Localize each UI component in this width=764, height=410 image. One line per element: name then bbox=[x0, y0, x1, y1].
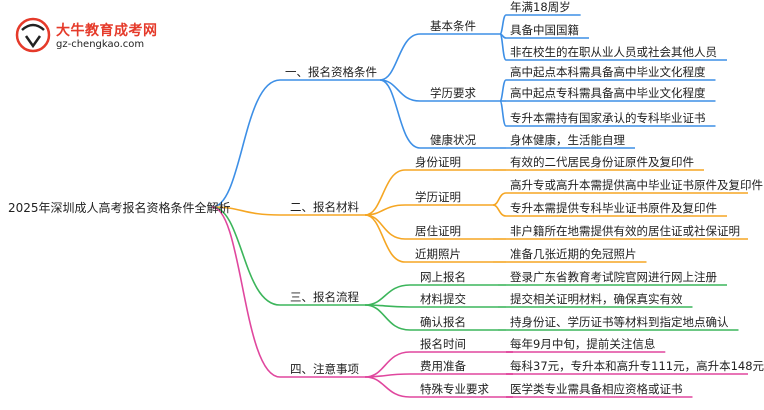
leaf-label: 具备中国国籍 bbox=[510, 23, 579, 37]
leaf-label: 年满18周岁 bbox=[510, 0, 571, 14]
leaf-connector bbox=[492, 204, 507, 217]
group-connector bbox=[379, 79, 421, 149]
group-label: 特殊专业要求 bbox=[420, 382, 489, 396]
group-label: 近期照片 bbox=[415, 247, 461, 261]
group-connector bbox=[364, 169, 406, 216]
leaf-label: 非户籍所在地需提供有效的居住证或社保证明 bbox=[510, 224, 740, 238]
leaf-label: 提交相关证明材料，确保真实有效 bbox=[510, 292, 683, 306]
branch-connector bbox=[211, 206, 281, 378]
leaf-connector bbox=[499, 100, 507, 127]
group-label: 网上报名 bbox=[420, 270, 466, 284]
branch-label: 四、注意事项 bbox=[290, 362, 359, 376]
leaf-label: 专升本需提供专科毕业证书原件及复印件 bbox=[510, 201, 717, 215]
branch-connector bbox=[211, 206, 281, 216]
leaf-label: 高中起点本科需具备高中毕业文化程度 bbox=[510, 65, 706, 79]
leaf-label: 高中起点专科需具备高中毕业文化程度 bbox=[510, 86, 706, 100]
logo-title: 大牛教育成考网 bbox=[56, 23, 158, 39]
leaf-label: 高升专或高升本需提供高中毕业证书原件及复印件 bbox=[510, 178, 763, 192]
group-connector bbox=[364, 351, 411, 378]
leaf-label: 医学类专业需具备相应资格或证书 bbox=[510, 382, 683, 396]
branch-connector bbox=[211, 79, 281, 208]
leaf-connector bbox=[499, 33, 507, 61]
group-label: 基本条件 bbox=[430, 19, 476, 33]
leaf-label: 每科37元，专升本和高升专111元，高升本148元 bbox=[510, 359, 764, 373]
branch-connector bbox=[211, 206, 281, 306]
group-label: 居住证明 bbox=[415, 224, 461, 238]
group-label: 学历证明 bbox=[415, 190, 461, 204]
group-connector bbox=[364, 304, 411, 331]
group-label: 确认报名 bbox=[420, 315, 466, 329]
group-connector bbox=[364, 284, 411, 306]
leaf-label: 有效的二代居民身份证原件及复印件 bbox=[510, 155, 694, 169]
group-label: 健康状况 bbox=[430, 133, 476, 147]
group-label: 材料提交 bbox=[420, 292, 466, 306]
leaf-label: 登录广东省教育考试院官网进行网上注册 bbox=[510, 270, 717, 284]
group-connector bbox=[364, 214, 406, 263]
leaf-connector bbox=[499, 79, 507, 102]
leaf-connector bbox=[492, 192, 507, 206]
leaf-label: 身体健康，生活能自理 bbox=[510, 133, 625, 147]
root-topic: 2025年深圳成人高考报名资格条件全解析 bbox=[8, 201, 231, 215]
group-label: 费用准备 bbox=[420, 359, 466, 373]
bull-logo-icon bbox=[15, 17, 51, 53]
group-label: 身份证明 bbox=[415, 155, 461, 169]
site-logo: 大牛教育成考网 gz-chengkao.com bbox=[14, 16, 184, 56]
leaf-label: 准备几张近期的免冠照片 bbox=[510, 247, 637, 261]
leaf-connector bbox=[499, 14, 507, 35]
logo-url: gz-chengkao.com bbox=[56, 39, 145, 50]
group-connector bbox=[364, 214, 406, 240]
leaf-label: 每年9月中旬，提前关注信息 bbox=[510, 337, 656, 351]
group-label: 学历要求 bbox=[430, 86, 476, 100]
group-connector bbox=[379, 33, 421, 81]
leaf-label: 持身份证、学历证书等材料到指定地点确认 bbox=[510, 315, 729, 329]
leaf-label: 非在校生的在职从业人员或社会其他人员 bbox=[510, 45, 717, 59]
group-connector bbox=[364, 376, 411, 398]
group-label: 报名时间 bbox=[420, 337, 466, 351]
branch-label: 一、报名资格条件 bbox=[285, 65, 377, 79]
branch-label: 二、报名材料 bbox=[290, 200, 359, 214]
leaf-label: 专升本需持有国家承认的专科毕业证书 bbox=[510, 111, 706, 125]
branch-label: 三、报名流程 bbox=[290, 290, 359, 304]
